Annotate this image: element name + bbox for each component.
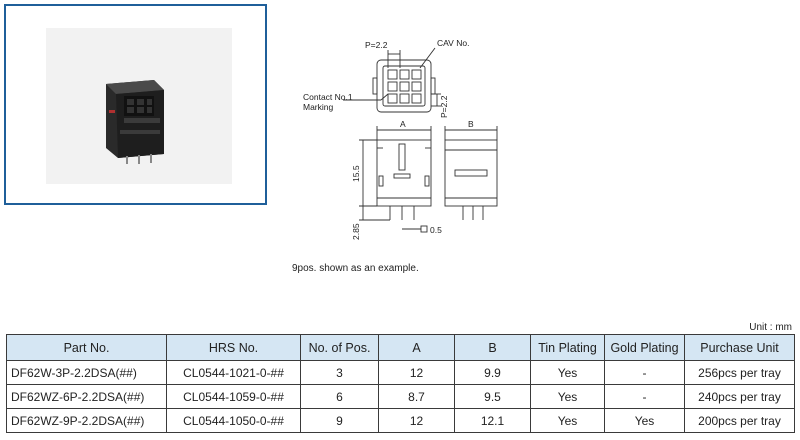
- header-gold-plating: Gold Plating: [604, 334, 685, 361]
- contact-label-line2: Marking: [303, 102, 334, 112]
- contact-label-line1: Contact No.1: [303, 92, 353, 102]
- cell-no-of-pos: 3: [300, 360, 379, 385]
- cell-gold-plating: Yes: [604, 408, 685, 433]
- dim-pin-label: 2.85: [351, 223, 361, 240]
- table-row: DF62WZ-6P-2.2DSA(##) CL0544-1059-0-## 6 …: [6, 384, 795, 409]
- cell-b: 9.9: [454, 360, 531, 385]
- header-purchase-unit: Purchase Unit: [684, 334, 795, 361]
- dim-square-label: 0.5: [430, 225, 442, 235]
- cell-tin-plating: Yes: [530, 408, 605, 433]
- cell-hrs-no: CL0544-1050-0-##: [166, 408, 301, 433]
- pitch-vertical-label: P=2.2: [439, 95, 449, 118]
- header-part-no: Part No.: [6, 334, 167, 361]
- cell-purchase-unit: 200pcs per tray: [684, 408, 795, 433]
- cell-b: 12.1: [454, 408, 531, 433]
- cell-purchase-unit: 240pcs per tray: [684, 384, 795, 409]
- cell-hrs-no: CL0544-1059-0-##: [166, 384, 301, 409]
- cell-purchase-unit: 256pcs per tray: [684, 360, 795, 385]
- header-hrs-no: HRS No.: [166, 334, 301, 361]
- table-header-row: Part No. HRS No. No. of Pos. A B Tin Pla…: [6, 334, 795, 361]
- cell-no-of-pos: 6: [300, 384, 379, 409]
- header-no-of-pos: No. of Pos.: [300, 334, 379, 361]
- unit-label: Unit : mm: [749, 322, 792, 333]
- cell-part-no: DF62WZ-6P-2.2DSA(##): [6, 384, 167, 409]
- connector-photo: [106, 80, 164, 164]
- cell-tin-plating: Yes: [530, 360, 605, 385]
- spec-table: Part No. HRS No. No. of Pos. A B Tin Pla…: [6, 334, 795, 433]
- cav-label: CAV No.: [437, 38, 469, 48]
- cell-a: 12: [378, 408, 455, 433]
- header-a: A: [378, 334, 455, 361]
- dim-b-label: B: [468, 119, 474, 129]
- cell-gold-plating: -: [604, 384, 685, 409]
- cell-a: 8.7: [378, 384, 455, 409]
- technical-drawing: P=2.2 CAV No. P=2.2 Contact No.1 Marking…: [303, 38, 498, 240]
- table-row: DF62W-3P-2.2DSA(##) CL0544-1021-0-## 3 1…: [6, 360, 795, 385]
- pitch-label: P=2.2: [365, 40, 388, 50]
- product-photo-frame: [4, 4, 267, 205]
- dim-height-label: 15.5: [351, 165, 361, 182]
- cell-b: 9.5: [454, 384, 531, 409]
- cell-part-no: DF62W-3P-2.2DSA(##): [6, 360, 167, 385]
- cell-part-no: DF62WZ-9P-2.2DSA(##): [6, 408, 167, 433]
- cell-gold-plating: -: [604, 360, 685, 385]
- header-tin-plating: Tin Plating: [530, 334, 605, 361]
- cell-a: 12: [378, 360, 455, 385]
- table-row: DF62WZ-9P-2.2DSA(##) CL0544-1050-0-## 9 …: [6, 408, 795, 433]
- dim-a-label: A: [400, 119, 406, 129]
- cell-no-of-pos: 9: [300, 408, 379, 433]
- cell-hrs-no: CL0544-1021-0-##: [166, 360, 301, 385]
- header-b: B: [454, 334, 531, 361]
- drawing-caption: 9pos. shown as an example.: [292, 263, 419, 274]
- cell-tin-plating: Yes: [530, 384, 605, 409]
